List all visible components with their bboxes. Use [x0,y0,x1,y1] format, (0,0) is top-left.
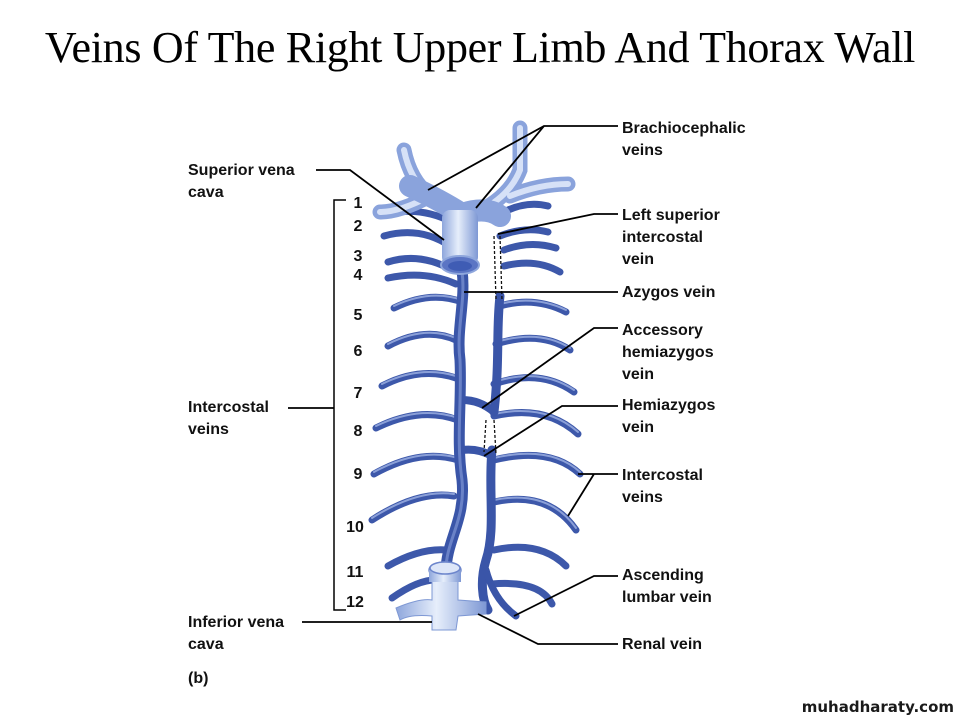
intercostal-vein-r4 [384,271,460,288]
intercostal-bracket [333,199,346,611]
leader-accessory-hemiazygos [481,327,618,409]
rib-number-5: 5 [353,307,363,324]
intercostal-vein-l11 [490,543,570,570]
label-azygos-vein: Azygos vein [622,284,716,301]
label-accessory-hemiazygos-vein: Accessory hemiazygos vein [622,322,714,383]
rib-number-8: 8 [353,423,363,440]
leader-renal [477,613,618,645]
intercostal-vein-l6 [492,334,574,354]
intercostal-vein-r10 [368,491,458,524]
leader-lines [288,125,618,645]
leader-hemiazygos [483,405,618,457]
intercostal-vein-r8 [372,411,462,432]
label-intercostal-veins-left: Intercostal veins [188,399,269,438]
label-ascending-lumbar-vein: Ascending lumbar vein [622,567,712,606]
rib-number-3: 3 [353,248,363,265]
intercostal-vein-r7 [378,370,460,390]
slide-title: Veins Of The Right Upper Limb And Thorax… [44,23,916,72]
rib-number-10: 10 [346,519,364,536]
inferior-vena-cava [395,561,487,631]
intercostal-vein-r11 [384,546,450,570]
intercostal-vein-r2 [380,229,454,250]
label-hemiazygos-vein: Hemiazygos vein [622,397,716,436]
accessory-hemiazygos-vein [489,291,505,417]
intercostal-vein-l12 [488,579,556,608]
accessory-hemiazygos-crossing [461,396,497,416]
rib-number-12: 12 [346,594,364,611]
label-brachiocephalic-veins: Brachiocephalic veins [622,120,746,159]
leader-ascending-lumbar [513,575,618,617]
panel-label: (b) [188,670,209,687]
intercostal-vein-r5 [390,293,466,312]
label-superior-vena-cava: Superior vena cava [188,162,295,201]
intercostal-vein-r9 [370,452,462,478]
hemiazygos-crossing [461,445,494,460]
label-inferior-vena-cava: Inferior vena cava [188,614,285,653]
intercostal-vein-l7 [490,374,578,396]
intercostal-veins-left-group [368,207,466,602]
rib-number-7: 7 [353,385,363,402]
superior-vena-cava [442,210,478,265]
hemiazygos-vein [477,445,497,615]
intercostal-vein-l5 [496,298,570,316]
rib-number-6: 6 [353,343,363,360]
rib-number-4: 4 [353,267,363,284]
label-renal-vein: Renal vein [622,636,703,653]
watermark: muhadharaty.com [801,698,954,716]
label-intercostal-veins-right: Intercostal veins [622,467,703,506]
leader-left-superior-intercostal [497,213,618,235]
leader-intercostal-right [567,473,618,517]
label-left-superior-intercostal-vein: Left superior intercostal vein [622,207,720,268]
rib-number-11: 11 [346,564,364,581]
rib-number-9: 9 [353,466,363,483]
rib-number-1: 1 [353,195,363,212]
intercostal-vein-l3 [500,241,560,254]
intercostal-vein-l2 [496,226,552,240]
intercostal-vein-r6 [384,330,460,350]
intercostal-vein-l8 [490,409,582,438]
intercostal-vein-l9 [490,451,584,478]
intercostal-vein-l10 [490,495,580,534]
leader-brachiocephalic [427,125,618,209]
ascending-lumbar-vein [482,566,520,620]
intercostal-vein-l4 [500,259,564,276]
rib-number-2: 2 [353,218,363,235]
leader-superior-vena-cava [316,169,445,241]
intercostal-veins-right-group [488,200,584,608]
